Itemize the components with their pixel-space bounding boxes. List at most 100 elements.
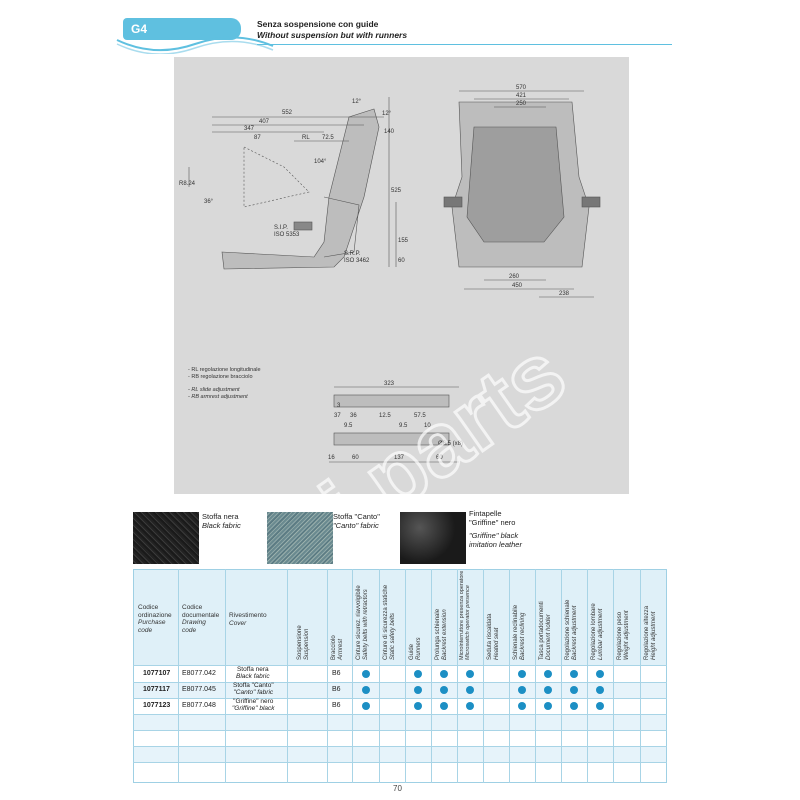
col-line xyxy=(287,569,288,783)
vheader-en: Suspension xyxy=(304,628,310,660)
swatch-canto-it: Stoffa "Canto" xyxy=(333,512,380,521)
swatch-canto-fabric xyxy=(267,512,333,564)
row-band-6 xyxy=(133,746,667,762)
dim-holes: Ø6.5 (x8) xyxy=(438,441,463,447)
header-drawing-code: Codice documentale Drawing code xyxy=(182,604,219,634)
swatch-canto-en: "Canto" fabric xyxy=(333,521,379,530)
vheader-it: Prolunga schienale xyxy=(435,608,441,660)
dim-421: 421 xyxy=(516,93,527,99)
vheader-it: Bracciolo xyxy=(331,635,337,660)
section-badge: G4 xyxy=(123,18,241,40)
feature-dot xyxy=(570,702,578,710)
dim-450: 450 xyxy=(512,283,523,289)
feature-dot xyxy=(414,702,422,710)
feature-dot xyxy=(570,686,578,694)
dim-3: 3 xyxy=(337,403,341,409)
swatch-label-canto: Stoffa "Canto" "Canto" fabric xyxy=(333,512,380,530)
row-line xyxy=(133,762,667,763)
col-line xyxy=(352,569,353,783)
feature-dot xyxy=(518,702,526,710)
dim-sip: S.I.P. xyxy=(274,225,288,231)
header-drawing-it2: documentale xyxy=(182,611,220,619)
table-header-band xyxy=(133,569,667,665)
col-line xyxy=(640,569,641,783)
vheader-it: Regolazione lombare xyxy=(591,603,597,660)
row2-armrest: B6 xyxy=(332,686,341,693)
col-line xyxy=(535,569,536,783)
vheader-it: Cinture sicurez. riavvolgibile xyxy=(356,585,362,660)
dim-srp: S.R.P. xyxy=(344,251,361,257)
vheader-it: Tasca portadocumenti xyxy=(539,601,545,660)
col-line xyxy=(178,569,179,783)
feature-dot xyxy=(414,686,422,694)
col-line xyxy=(225,569,226,783)
feature-dot xyxy=(544,670,552,678)
feature-dot xyxy=(466,670,474,678)
vheader-en: Lumbar adjustment xyxy=(598,608,604,660)
row1-cover: Stoffa nera Black fabric xyxy=(236,666,270,680)
row2-cover: Stoffa "Canto" "Canto" fabric xyxy=(233,682,274,696)
drawing-legend: - RL regolazione longitudinale - RB rego… xyxy=(188,367,261,401)
watermark-logo: si parts xyxy=(262,321,585,520)
dim-137: 137 xyxy=(394,455,405,461)
dim-407: 407 xyxy=(259,119,270,125)
watermark-text: si parts xyxy=(264,323,584,520)
dim-104deg: 104° xyxy=(314,159,327,165)
feature-dot xyxy=(466,686,474,694)
vheader-en: Height adjustment xyxy=(651,611,657,660)
vheader-it: Schienale reclinabile xyxy=(513,604,519,660)
row3-purchase-code: 1077123 xyxy=(143,702,171,709)
row3-drawing-code: E8077.048 xyxy=(182,702,216,709)
row-band-4 xyxy=(133,714,667,730)
row-line xyxy=(133,746,667,747)
row3-cover-it: "Griffine" nero xyxy=(233,698,274,705)
dim-260: 260 xyxy=(509,274,520,280)
header-purchase-code: Codice ordinazione Purchase code xyxy=(138,604,172,634)
col-line xyxy=(405,569,406,783)
swatch-griffine-en2: imitation leather xyxy=(469,540,522,549)
vheader-en: Microswitch operator presence xyxy=(465,585,471,660)
swatch-griffine-it1: Fintapelle xyxy=(469,509,502,518)
col-line xyxy=(613,569,614,783)
row1-cover-en: Black fabric xyxy=(236,673,270,680)
feature-dot xyxy=(596,702,604,710)
dim-140: 140 xyxy=(384,129,395,135)
feature-dot xyxy=(362,670,370,678)
dim-57-5: 57.5 xyxy=(414,413,426,419)
col-line xyxy=(587,569,588,783)
dim-36deg: 36° xyxy=(204,199,214,205)
vheader-it: Cinture di sicurezza statiche xyxy=(383,584,389,660)
dim-12deg-a: 12° xyxy=(352,99,362,105)
col-line xyxy=(457,569,458,783)
col-line xyxy=(483,569,484,783)
header-purchase-en1: Purchase xyxy=(138,619,166,626)
vheader-en: Weight adjustment xyxy=(624,610,630,660)
vheader-it: Seduta riscaldata xyxy=(487,613,493,660)
vheader-en: Backrest reclining xyxy=(520,612,526,660)
header-drawing-en2: code xyxy=(182,626,197,634)
dim-9-5b: 9.5 xyxy=(399,423,408,429)
vheader-it: Regolazione altezza xyxy=(644,605,650,660)
dim-570: 570 xyxy=(516,85,527,91)
vheader-en: Static safety belts xyxy=(390,612,396,660)
dim-r8-24: R8.24 xyxy=(179,181,196,187)
row1-cover-it: Stoffa nera xyxy=(236,666,269,673)
dim-37: 37 xyxy=(334,413,341,419)
feature-dot xyxy=(544,702,552,710)
feature-dot xyxy=(440,670,448,678)
header-purchase-it1: Codice xyxy=(138,604,159,611)
row3-cover: "Griffine" nero "Griffine" black xyxy=(232,698,275,712)
legend-rb-en: - RB armrest adjustment xyxy=(188,394,248,400)
feature-dot xyxy=(518,670,526,678)
title-italian: Senza sospensione con guide xyxy=(257,19,379,29)
dim-12deg-b: 12° xyxy=(382,111,392,117)
swatch-griffine-it2: "Griffine" nero xyxy=(469,518,516,527)
dim-525: 525 xyxy=(391,188,402,194)
feature-dot xyxy=(414,670,422,678)
dim-10: 10 xyxy=(424,423,431,429)
